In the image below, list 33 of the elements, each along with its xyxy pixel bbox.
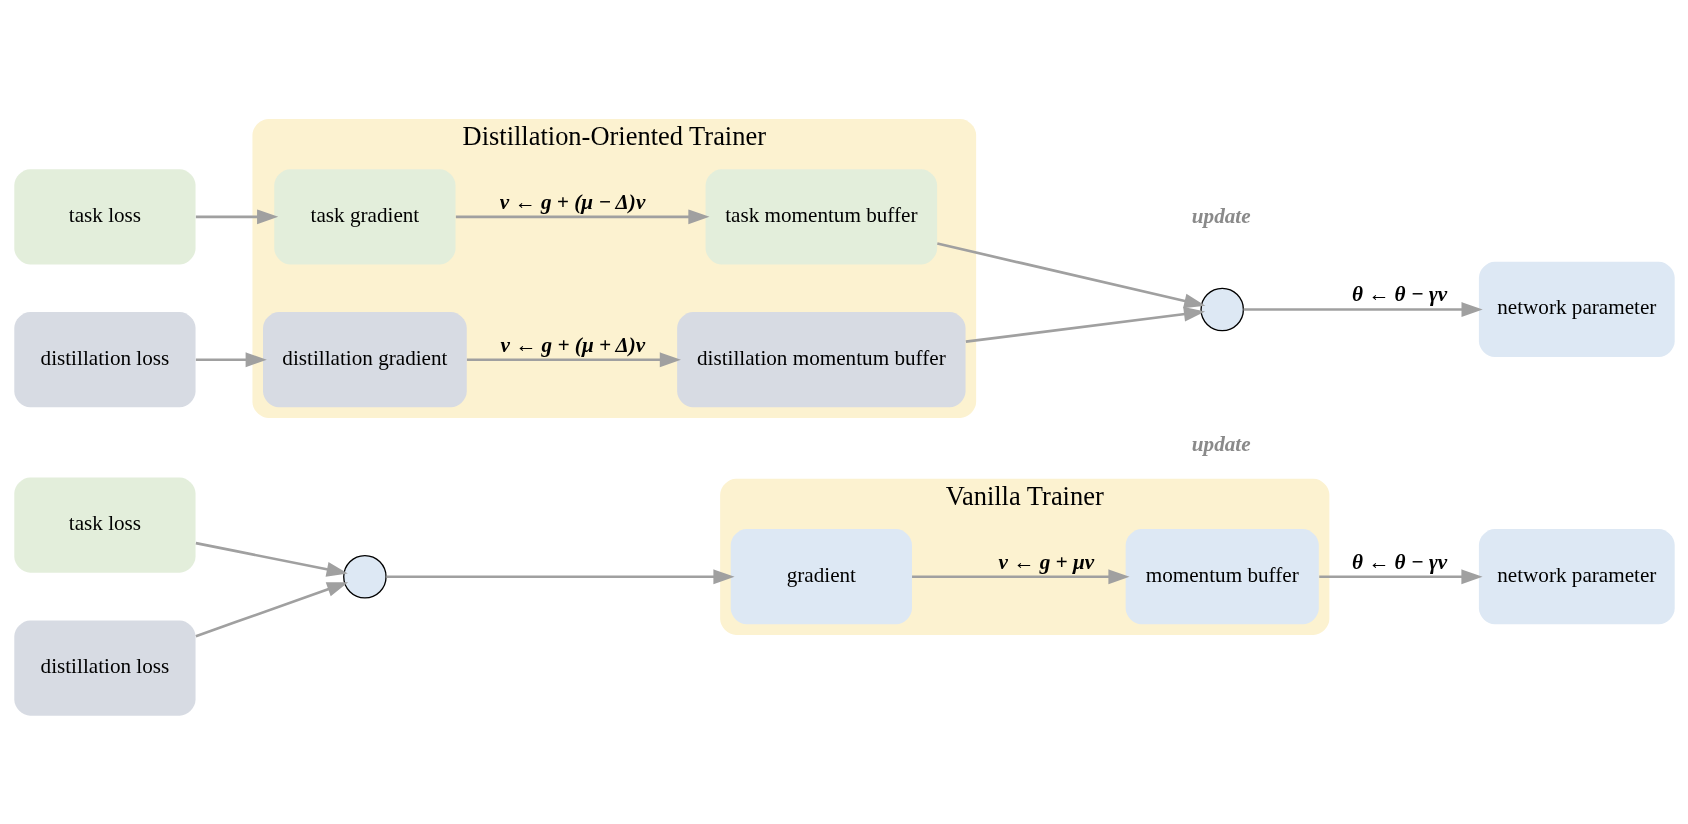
node-box: task gradient (273, 169, 456, 265)
node-box: distillation loss (13, 620, 196, 716)
node-box: distillation loss (13, 312, 196, 408)
edge-label: θ ← θ − γν (1351, 549, 1447, 574)
node-box: distillation gradient (262, 312, 467, 408)
arrow (911, 569, 1130, 585)
node-circle (342, 554, 387, 599)
node-box: network parameter (1478, 261, 1675, 358)
arrow (466, 352, 681, 368)
edge-label: ν ← g + μν (998, 549, 1094, 574)
node-box: distillation momentum buffer (676, 312, 966, 408)
node-box: task momentum buffer (705, 169, 937, 265)
arrow (385, 569, 735, 585)
node-box: gradient (730, 529, 912, 625)
edge-label: ν ← g + (μ + Δ)ν (500, 332, 645, 357)
arrow (1243, 302, 1483, 317)
arrow (455, 209, 710, 225)
edge-label: θ ← θ − γν (1351, 282, 1447, 307)
arrow (936, 242, 1205, 309)
label: update (1191, 431, 1251, 456)
arrow (195, 541, 348, 577)
arrow (965, 306, 1205, 343)
node-box: task loss (13, 169, 196, 265)
node-box: momentum buffer (1125, 529, 1319, 625)
label: update (1191, 204, 1251, 229)
edge-label: ν ← g + (μ − Δ)ν (499, 189, 645, 214)
arrow (195, 352, 267, 368)
arrow (1318, 569, 1483, 585)
node-box: network parameter (1478, 529, 1675, 625)
arrow (194, 582, 348, 638)
arrow (195, 209, 278, 225)
node-circle (1199, 287, 1244, 332)
node-box: task loss (13, 477, 196, 573)
